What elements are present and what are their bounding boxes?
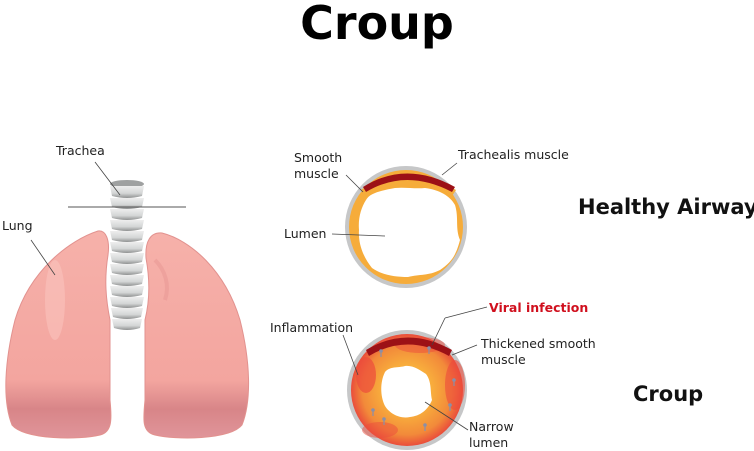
narrow-lumen [381, 365, 432, 418]
viral-infection-leader-line-2 [431, 317, 446, 346]
smooth-muscle-leader-line [345, 174, 364, 193]
croup-trachealis-muscle [366, 337, 452, 356]
croup-heading: Croup [633, 382, 704, 406]
thickened-muscle-leader-line [451, 344, 478, 356]
narrow-lumen-label-line2: lumen [469, 435, 509, 450]
healthy-lumen [358, 187, 460, 277]
viral-infection-label: Viral infection [489, 300, 589, 315]
trachea [68, 180, 186, 330]
virus-particles [371, 346, 456, 431]
narrow-lumen-leader-line [424, 401, 469, 431]
viral-infection-leader-line-1 [444, 306, 488, 319]
lung-label: Lung [2, 218, 33, 233]
left-lung [5, 230, 112, 439]
lumen-leader-line [331, 233, 386, 237]
trachea-label: Trachea [56, 143, 105, 158]
healthy-airway-cross-section [345, 166, 467, 288]
lumen-label: Lumen [284, 226, 327, 241]
inflammation-label: Inflammation [270, 320, 354, 335]
trachealis-muscle-label: Trachealis muscle [458, 147, 569, 162]
inflammation-leader-line [342, 334, 359, 376]
healthy-airway-heading: Healthy Airway [578, 195, 754, 219]
smooth-muscle-label-line1: Smooth [294, 150, 343, 165]
thickened-muscle-label-line1: Thickened smooth [481, 336, 596, 351]
thickened-muscle-label-line2: muscle [481, 352, 526, 367]
right-lung [143, 232, 250, 439]
narrow-lumen-label-line1: Narrow [469, 419, 514, 434]
trachea-leader-line [94, 161, 121, 196]
diagram-title: Croup [300, 0, 454, 50]
trachealis-muscle [363, 173, 455, 192]
smooth-muscle-label-line2: muscle [294, 166, 339, 181]
croup-airway-cross-section [347, 330, 467, 450]
trachealis-leader-line [441, 162, 458, 176]
lung-leader-line [30, 239, 56, 276]
